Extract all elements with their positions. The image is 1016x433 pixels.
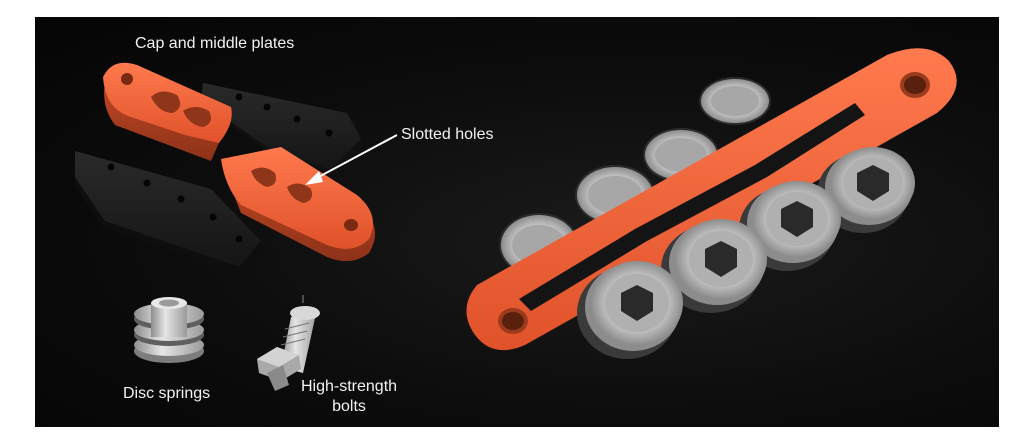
label-slotted-holes: Slotted holes (401, 126, 494, 143)
label-high-strength-bolts: High-strength bolts (301, 377, 397, 417)
assembled-middle-plate (519, 103, 865, 311)
slotted-holes-arrow (305, 134, 398, 185)
label-bolts-line1: High-strength (301, 378, 398, 395)
label-bolts-line2: bolts (332, 398, 366, 415)
assembled-connection (466, 48, 957, 359)
middle-plate-back (201, 83, 365, 175)
label-disc-springs: Disc springs (123, 385, 211, 402)
spring-stacks-front (577, 147, 915, 359)
title-cap-and-middle-plates: Cap and middle plates (135, 35, 295, 52)
middle-plate-front (75, 151, 267, 275)
cap-plate-back (103, 62, 232, 161)
disc-springs-illustration (134, 297, 204, 363)
cap-plate-front (221, 147, 376, 262)
figure-artwork (75, 48, 957, 391)
bolt-illustration (257, 295, 320, 391)
figure-panel: Cap and middle plates Slotted holes Disc… (35, 17, 999, 427)
